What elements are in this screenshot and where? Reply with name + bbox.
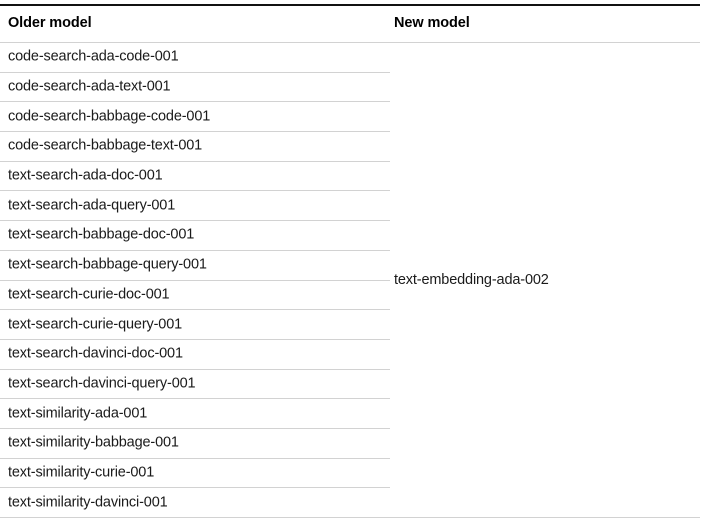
table-row: text-search-davinci-doc-001 <box>0 340 390 370</box>
header-separator <box>0 42 700 43</box>
older-model-value: code-search-ada-text-001 <box>8 78 171 95</box>
table-top-border <box>0 4 700 6</box>
table-row: text-similarity-davinci-001 <box>0 488 390 518</box>
table-row: text-search-babbage-query-001 <box>0 251 390 281</box>
older-model-value: text-search-curie-query-001 <box>8 315 183 332</box>
older-model-value: text-search-babbage-doc-001 <box>8 226 195 243</box>
older-model-value: text-similarity-ada-001 <box>8 404 148 421</box>
new-model-value: text-embedding-ada-002 <box>394 272 549 288</box>
table-header-row: Older model New model <box>0 6 700 42</box>
older-model-value: text-search-curie-doc-001 <box>8 286 170 303</box>
table-row: text-similarity-ada-001 <box>0 399 390 429</box>
older-model-value: text-search-davinci-doc-001 <box>8 345 183 362</box>
older-model-value: code-search-ada-code-001 <box>8 48 179 65</box>
older-model-list: code-search-ada-code-001 code-search-ada-… <box>0 43 702 518</box>
column-header-older-model: Older model <box>8 15 92 31</box>
older-model-value: text-search-davinci-query-001 <box>8 375 196 392</box>
table-row: code-search-ada-code-001 <box>0 43 390 73</box>
older-model-value: text-search-babbage-query-001 <box>8 256 207 273</box>
table-row: text-search-curie-doc-001 <box>0 281 390 311</box>
table-row: text-similarity-babbage-001 <box>0 429 390 459</box>
table-bottom-border <box>0 517 700 518</box>
table-row: text-search-curie-query-001 <box>0 310 390 340</box>
older-model-value: text-search-ada-query-001 <box>8 197 176 214</box>
table-row: code-search-ada-text-001 <box>0 73 390 103</box>
older-model-value: text-search-ada-doc-001 <box>8 167 163 184</box>
older-model-value: code-search-babbage-text-001 <box>8 137 203 154</box>
older-model-value: text-similarity-babbage-001 <box>8 434 179 451</box>
older-model-value: text-similarity-curie-001 <box>8 464 155 481</box>
table-row: text-search-davinci-query-001 <box>0 370 390 400</box>
older-model-value: code-search-babbage-code-001 <box>8 108 211 125</box>
table-row: code-search-babbage-text-001 <box>0 132 390 162</box>
table-row: text-similarity-curie-001 <box>0 459 390 489</box>
table-row: text-search-ada-query-001 <box>0 191 390 222</box>
older-model-value: text-similarity-davinci-001 <box>8 494 168 511</box>
new-model-cell: text-embedding-ada-002 <box>394 43 700 517</box>
table-row: code-search-babbage-code-001 <box>0 102 390 133</box>
table-row: text-search-babbage-doc-001 <box>0 221 390 251</box>
column-header-new-model: New model <box>394 15 470 31</box>
table-row: text-search-ada-doc-001 <box>0 162 390 192</box>
